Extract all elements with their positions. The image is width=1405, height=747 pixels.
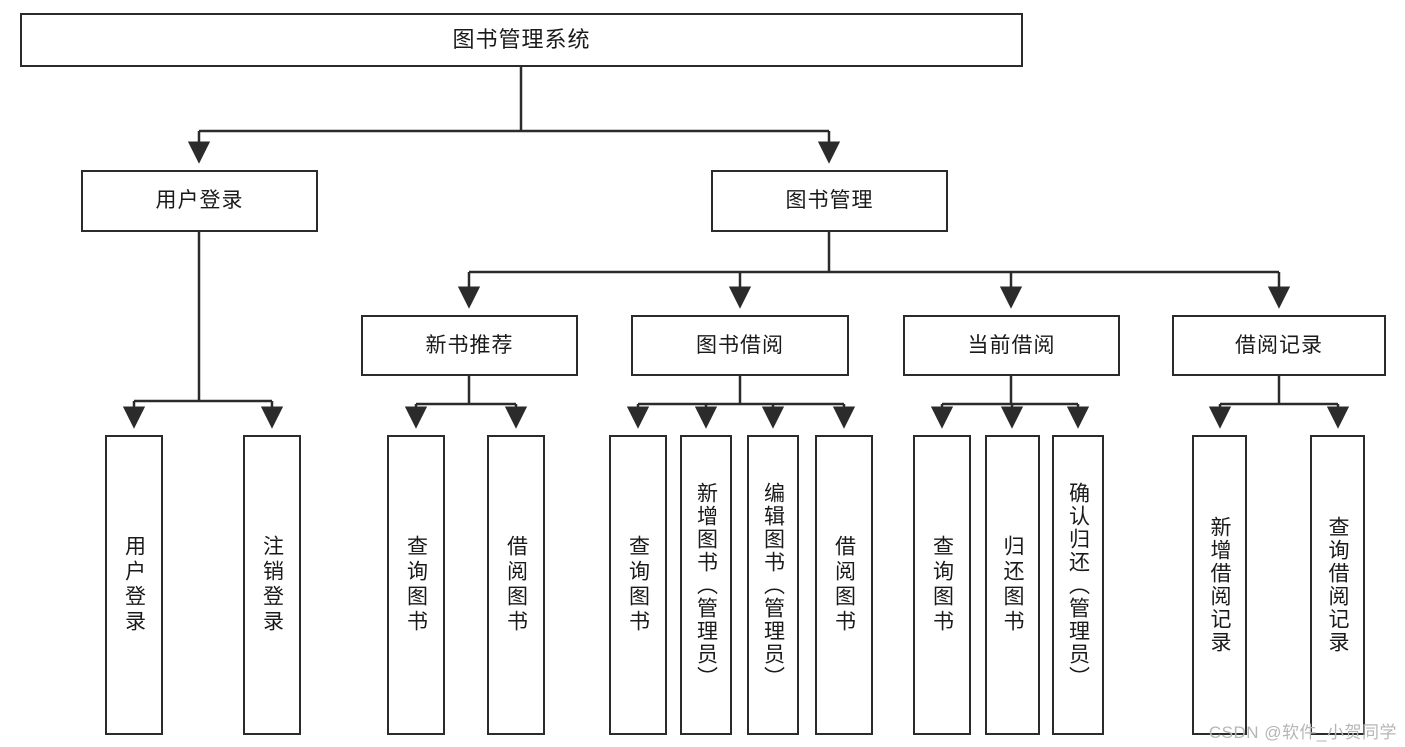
node-leaf-user-login-label: 用户登录 — [122, 535, 146, 635]
node-leaf-borrow-book[interactable]: 借阅图书 — [815, 435, 873, 735]
node-root[interactable]: 图书管理系统 — [20, 13, 1023, 67]
node-borrow-record-label: 借阅记录 — [1235, 333, 1323, 357]
node-leaf-borrow-book-rec[interactable]: 借阅图书 — [487, 435, 545, 735]
node-leaf-user-login[interactable]: 用户登录 — [105, 435, 163, 735]
node-leaf-add-record-label: 新增借阅记录 — [1208, 516, 1231, 654]
csdn-watermark: CSDN @软件_小贺同学 — [1208, 723, 1397, 742]
node-leaf-query-record[interactable]: 查询借阅记录 — [1310, 435, 1365, 735]
node-leaf-borrow-book-label: 借阅图书 — [832, 535, 856, 635]
node-leaf-confirm-return[interactable]: 确认归还（管理员） — [1052, 435, 1104, 735]
node-current-borrow[interactable]: 当前借阅 — [903, 315, 1120, 376]
node-leaf-query-book-cur-label: 查询图书 — [930, 535, 954, 635]
node-book-borrow[interactable]: 图书借阅 — [631, 315, 849, 376]
node-leaf-return-book[interactable]: 归还图书 — [985, 435, 1040, 735]
node-leaf-add-record[interactable]: 新增借阅记录 — [1192, 435, 1247, 735]
node-current-borrow-label: 当前借阅 — [967, 333, 1056, 357]
node-leaf-query-book-rec-label: 查询图书 — [404, 535, 428, 635]
node-leaf-edit-book-label: 编辑图书（管理员） — [761, 481, 785, 689]
node-user-login-label: 用户登录 — [155, 189, 244, 213]
node-leaf-query-book-rec[interactable]: 查询图书 — [387, 435, 445, 735]
node-book-manage-label: 图书管理 — [785, 189, 874, 213]
node-leaf-logout[interactable]: 注销登录 — [243, 435, 301, 735]
node-leaf-add-book-label: 新增图书（管理员） — [694, 481, 718, 689]
node-borrow-record[interactable]: 借阅记录 — [1172, 315, 1386, 376]
node-new-book-rec-label: 新书推荐 — [425, 333, 514, 357]
node-leaf-add-book[interactable]: 新增图书（管理员） — [680, 435, 732, 735]
node-root-label: 图书管理系统 — [452, 26, 591, 52]
node-user-login[interactable]: 用户登录 — [81, 170, 318, 232]
node-book-borrow-label: 图书借阅 — [696, 333, 784, 357]
node-leaf-edit-book[interactable]: 编辑图书（管理员） — [747, 435, 799, 735]
node-leaf-query-book-borrow[interactable]: 查询图书 — [609, 435, 667, 735]
node-leaf-query-book-borrow-label: 查询图书 — [626, 535, 650, 635]
node-leaf-return-book-label: 归还图书 — [1001, 535, 1024, 635]
node-leaf-logout-label: 注销登录 — [260, 535, 284, 635]
node-new-book-rec[interactable]: 新书推荐 — [361, 315, 578, 376]
node-leaf-query-book-cur[interactable]: 查询图书 — [913, 435, 971, 735]
node-book-manage[interactable]: 图书管理 — [711, 170, 948, 232]
node-leaf-confirm-return-label: 确认归还（管理员） — [1066, 481, 1090, 689]
node-leaf-borrow-book-rec-label: 借阅图书 — [504, 535, 528, 635]
node-leaf-query-record-label: 查询借阅记录 — [1326, 516, 1349, 654]
